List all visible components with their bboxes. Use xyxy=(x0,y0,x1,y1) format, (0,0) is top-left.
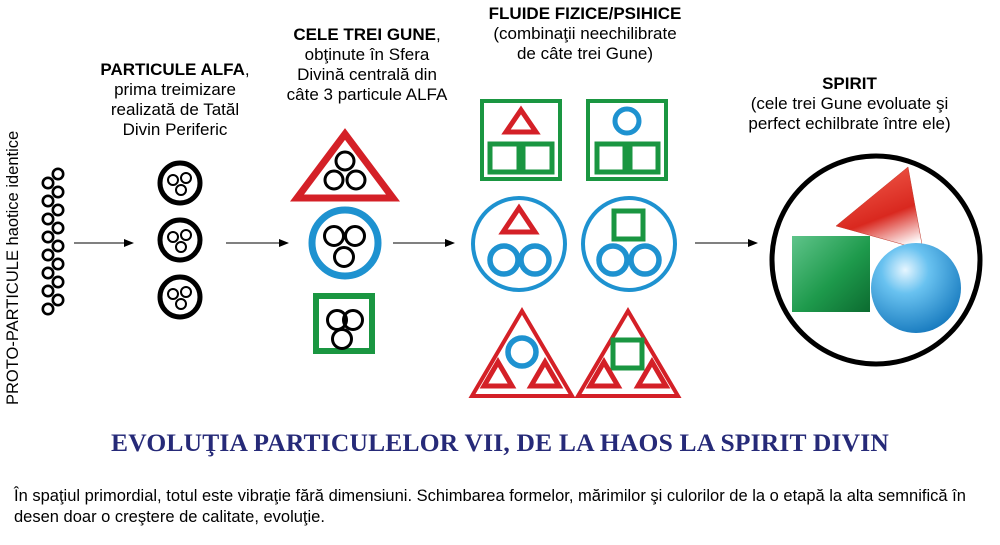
fluid-green-square-circle xyxy=(586,99,668,181)
alpha-particle xyxy=(157,274,203,320)
fluid-blue-circle-triangle xyxy=(471,196,567,292)
stage-title: CELE TREI GUNE xyxy=(293,25,436,44)
main-title: EVOLUŢIA PARTICULELOR VII, DE LA HAOS LA… xyxy=(111,428,889,457)
stage-line: perfect echilbrate între ele) xyxy=(748,114,951,133)
proto-particle xyxy=(51,221,65,235)
stage-title: PARTICULE ALFA xyxy=(100,60,245,79)
proto-particle xyxy=(41,230,55,244)
stage-line: de câte trei Gune) xyxy=(516,44,654,63)
stage-line: realizată de Tatăl xyxy=(110,100,240,119)
stage-title: SPIRIT xyxy=(822,74,877,93)
proto-particle xyxy=(41,284,55,298)
fluid-blue-circle-square xyxy=(581,196,677,292)
stage-label-gunas: CELE TREI GUNE, obţinute în Sfera Divină… xyxy=(262,25,472,105)
proto-particle xyxy=(41,302,55,316)
spirit-triangle xyxy=(835,166,924,251)
spirit-ball xyxy=(871,243,961,333)
proto-particle xyxy=(51,185,65,199)
proto-particle xyxy=(51,275,65,289)
proto-particle xyxy=(41,212,55,226)
spirit-square xyxy=(792,236,870,312)
stage-line: Divin Periferic xyxy=(122,120,228,139)
guna-blue-circle xyxy=(308,206,382,280)
stage-line: Divină centrală din xyxy=(297,65,437,84)
stage-line: (combinaţii neechilibrate xyxy=(493,24,677,43)
proto-particle xyxy=(41,248,55,262)
fluids xyxy=(468,99,682,398)
stage-line: câte 3 particule ALFA xyxy=(286,85,448,104)
stage-title: FLUIDE FIZICE/PSIHICE xyxy=(488,4,682,23)
stage-line: prima treimizare xyxy=(114,80,236,99)
fluid-green-square-triangle xyxy=(480,99,562,181)
stage-label-spirit: SPIRIT (cele trei Gune evoluate şi perfe… xyxy=(712,74,987,134)
proto-particle xyxy=(41,176,55,190)
fluid-red-triangle-circle xyxy=(468,307,576,398)
fluid-red-triangle-square xyxy=(574,307,682,398)
proto-particle xyxy=(41,266,55,280)
proto-particle xyxy=(41,194,55,208)
proto-particle xyxy=(51,293,65,307)
alpha-particle xyxy=(157,217,203,263)
proto-particle xyxy=(51,167,65,181)
proto-particle xyxy=(51,239,65,253)
proto-particles xyxy=(41,167,65,316)
stage-line: obţinute în Sfera xyxy=(304,45,430,64)
spirit-sphere xyxy=(769,153,983,367)
stage-label-alpha: PARTICULE ALFA, prima treimizare realiza… xyxy=(75,60,275,140)
evolution-diagram xyxy=(41,99,983,398)
alpha-particles xyxy=(157,160,203,320)
stage-label-fluids: FLUIDE FIZICE/PSIHICE (combinaţii neechi… xyxy=(460,4,710,64)
guna-red-triangle xyxy=(290,128,400,202)
alpha-particle xyxy=(157,160,203,206)
proto-particle xyxy=(51,257,65,271)
three-gunas xyxy=(290,128,400,354)
proto-particle xyxy=(51,203,65,217)
guna-green-square xyxy=(313,293,375,354)
stage-line: (cele trei Gune evoluate şi xyxy=(750,94,949,113)
caption: În spaţiul primordial, totul este vibraţ… xyxy=(14,487,966,526)
